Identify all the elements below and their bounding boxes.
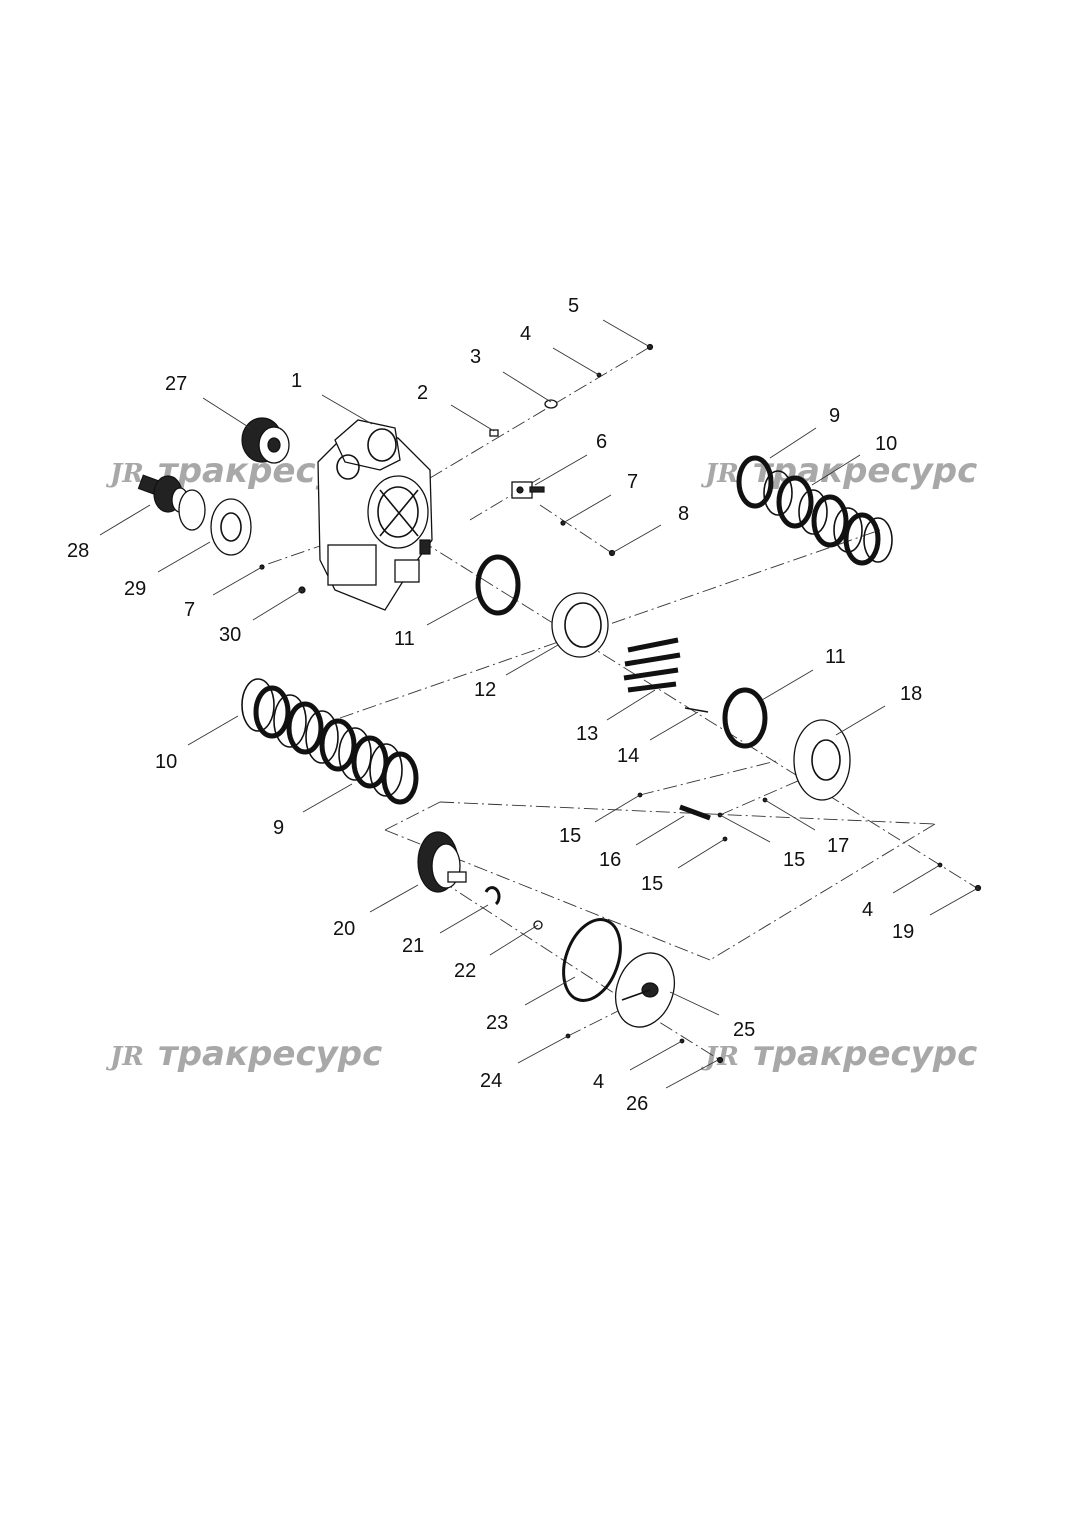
callout-number: 14 (617, 745, 639, 767)
callout-number: 12 (474, 679, 496, 701)
callout-number: 15 (641, 873, 663, 895)
watermark-logo: JR (700, 459, 739, 489)
part-flange-plate (178, 489, 252, 556)
callout-number: 1 (291, 370, 302, 392)
part-seal-ring (544, 399, 558, 409)
callout-number: 6 (596, 431, 607, 453)
part-seal-ring (722, 687, 768, 749)
part-snap-ring (484, 886, 501, 906)
watermark: JR тракресурс (105, 1034, 382, 1074)
callout-number: 9 (273, 817, 284, 839)
callout-number: 20 (333, 918, 355, 940)
callout-number: 17 (827, 835, 849, 857)
callout-number: 8 (678, 503, 689, 525)
part-cover-plate (793, 719, 851, 801)
callout-labels: 5 4 3 2 1 27 6 7 8 9 10 28 29 7 30 11 12… (67, 295, 922, 1115)
callout-number: 10 (155, 751, 177, 773)
part-o-ring (562, 918, 622, 1002)
callout-number: 4 (862, 899, 873, 921)
part-clutch-discs-lower (241, 678, 419, 805)
callout-number: 26 (626, 1093, 648, 1115)
callout-number: 15 (559, 825, 581, 847)
part-valve (511, 481, 545, 499)
callout-number: 15 (783, 849, 805, 871)
part-bolt (716, 1056, 724, 1064)
callout-number: 25 (733, 1019, 755, 1041)
part-pin (489, 429, 499, 437)
callout-number: 22 (454, 960, 476, 982)
leader-lines (99, 319, 979, 1089)
watermark-text: тракресурс (753, 1034, 977, 1074)
callout-number: 29 (124, 578, 146, 600)
callout-number: 23 (486, 1012, 508, 1034)
callout-number: 7 (627, 471, 638, 493)
part-housing (317, 419, 433, 611)
part-piston (551, 592, 609, 658)
callout-number: 4 (593, 1071, 604, 1093)
callout-number: 18 (900, 683, 922, 705)
callout-number: 19 (892, 921, 914, 943)
part-pin (684, 707, 709, 713)
callout-number: 11 (394, 628, 415, 650)
watermark-text: тракресурс (158, 1034, 382, 1074)
callout-number: 5 (568, 295, 579, 317)
part-clutch-discs-upper (736, 455, 893, 566)
watermark-logo: JR (105, 459, 144, 489)
watermark-logo: JR (105, 1042, 144, 1072)
callout-number: 3 (470, 346, 481, 368)
callout-number: 21 (402, 935, 424, 957)
callout-number: 4 (520, 323, 531, 345)
callout-number: 2 (417, 382, 428, 404)
callout-number: 24 (480, 1070, 502, 1092)
callout-number: 16 (599, 849, 621, 871)
callout-number: 11 (825, 646, 846, 668)
part-springs (623, 637, 681, 693)
callout-number: 9 (829, 405, 840, 427)
callout-number: 10 (875, 433, 897, 455)
part-gear (417, 831, 467, 893)
callout-number: 28 (67, 540, 89, 562)
callout-number: 30 (219, 624, 241, 646)
callout-number: 27 (165, 373, 187, 395)
part-coupling (241, 417, 290, 464)
part-end-cover (615, 952, 675, 1028)
callout-number: 7 (184, 599, 195, 621)
callout-number: 13 (576, 723, 598, 745)
part-seal-ring (475, 554, 521, 616)
part-pin (679, 804, 711, 821)
